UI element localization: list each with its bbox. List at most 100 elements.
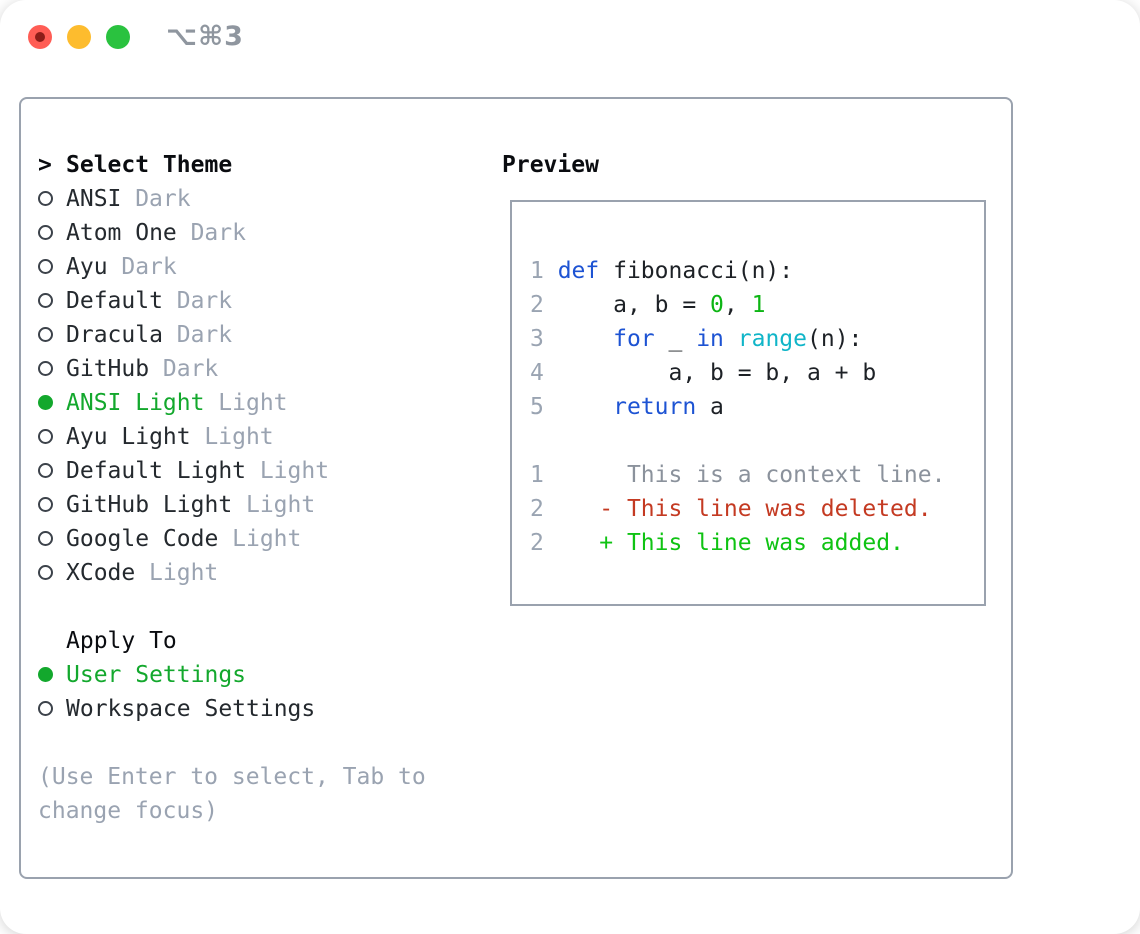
apply-to-header: Apply To [66,628,177,654]
theme-option-ansi-dark[interactable]: ANSI Dark [38,182,478,216]
radio-icon [38,463,53,478]
diff-deleted-text: - This line was deleted. [543,496,932,522]
radio-icon [38,293,53,308]
close-button[interactable] [28,25,52,49]
theme-variant: Dark [135,186,191,212]
code-text: a [696,394,724,420]
code-text: a, b = [557,292,711,318]
theme-name: Default [66,288,163,314]
theme-variant: Light [245,492,316,518]
preview-code-line: 1 def fibonacci(n): [530,254,984,288]
select-theme-header: >Select Theme [38,148,478,182]
theme-name: Default Light [66,458,247,484]
minimize-button[interactable] [67,25,91,49]
code-keyword: in [696,326,724,352]
code-literal: 0 [710,292,724,318]
radio-icon [38,531,53,546]
preview-column: Preview 1 def fibonacci(n): 2 a, b = 0, … [502,148,1002,606]
radio-selected-icon [38,667,53,682]
preview-diff-context-line: 1 This is a context line. [530,458,984,492]
preview-diff-deleted-line: 2 - This line was deleted. [530,492,984,526]
theme-option-ayu-dark[interactable]: Ayu Dark [38,250,478,284]
preview-title: Preview [502,152,599,178]
theme-option-ayu-light[interactable]: Ayu Light Light [38,420,478,454]
help-text: (Use Enter to select, Tab to change focu… [38,764,426,824]
preview-code-line: 4 a, b = b, a + b [530,356,984,390]
theme-variant: Light [204,424,274,450]
theme-name: XCode [66,560,136,586]
radio-icon [38,701,53,716]
spacer [38,590,478,624]
close-button-dot [35,32,45,42]
theme-name: Ayu Light [66,424,191,450]
window-shortcut-label: ⌥⌘3 [166,21,244,52]
spacer [38,726,478,760]
theme-option-atom-one-dark[interactable]: Atom One Dark [38,216,478,250]
code-text [724,326,738,352]
radio-selected-icon [38,395,53,410]
code-literal: 1 [751,292,766,318]
theme-name: ANSI Light [66,390,205,416]
preview-code-line: 3 for _ in range(n): [530,322,984,356]
theme-option-dracula-dark[interactable]: Dracula Dark [38,318,478,352]
zoom-button[interactable] [106,25,130,49]
radio-icon [38,429,53,444]
code-keyword: return [613,394,697,420]
theme-option-ansi-light[interactable]: ANSI Light Light [38,386,478,420]
code-keyword: def [557,258,600,284]
theme-variant: Dark [176,288,233,314]
theme-name: ANSI [66,186,122,212]
diff-added-text: + This line was added. [543,530,904,556]
theme-name: GitHub [66,356,150,382]
code-function: range [737,326,807,352]
line-number: 1 [530,462,544,488]
diff-context-text: This is a context line. [543,462,946,488]
code-keyword: for [613,326,655,352]
theme-variant: Dark [176,322,233,348]
theme-variant: Light [232,526,302,552]
theme-name: Google Code [66,526,219,552]
theme-option-xcode[interactable]: XCode Light [38,556,478,590]
preview-box: 1 def fibonacci(n): 2 a, b = 0, 1 3 for … [510,200,986,606]
radio-icon [38,565,53,580]
line-number: 1 [530,258,558,284]
radio-icon [38,361,53,376]
radio-icon [38,497,53,512]
theme-name: GitHub Light [66,492,233,518]
theme-name: Dracula [66,322,163,348]
theme-name: Ayu [66,254,108,280]
theme-name: Atom One [66,220,177,246]
preview-code-line: 2 a, b = 0, 1 [530,288,984,322]
theme-variant: Dark [162,356,219,382]
apply-option-workspace-settings[interactable]: Workspace Settings [38,692,478,726]
theme-option-github-dark[interactable]: GitHub Dark [38,352,478,386]
apply-option-user-settings[interactable]: User Settings [38,658,478,692]
line-number: 2 [530,496,544,522]
preview-blank-line [530,424,984,458]
radio-icon [38,327,53,342]
code-text: _ [654,326,697,352]
theme-variant: Dark [121,254,177,280]
theme-option-github-light[interactable]: GitHub Light Light [38,488,478,522]
code-text: , [723,292,752,318]
theme-option-google-code[interactable]: Google Code Light [38,522,478,556]
theme-variant: Dark [190,220,246,246]
preview-code-line: 5 return a [530,390,984,424]
code-text [558,326,613,352]
apply-option-label: Workspace Settings [66,696,316,722]
theme-option-default-dark[interactable]: Default Dark [38,284,478,318]
theme-variant: Light [259,458,330,484]
radio-icon [38,191,53,206]
code-text: a, b = b, a + b [557,360,877,386]
code-text: (n): [807,326,863,352]
line-number: 4 [530,360,558,386]
theme-variant: Light [218,390,288,416]
line-number: 5 [530,394,558,420]
radio-icon [38,259,53,274]
theme-option-default-light[interactable]: Default Light Light [38,454,478,488]
theme-variant: Light [149,560,219,586]
code-text [558,394,613,420]
